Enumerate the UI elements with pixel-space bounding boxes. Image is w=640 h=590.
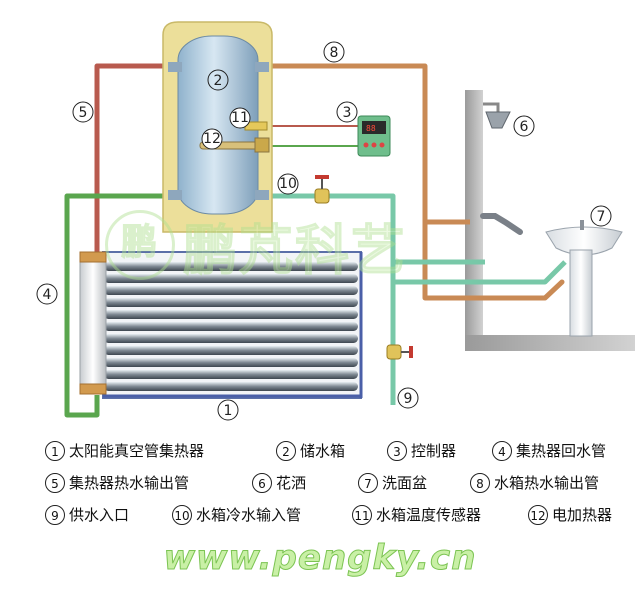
svg-text:1: 1 xyxy=(224,403,233,419)
svg-text:9: 9 xyxy=(404,391,413,407)
vacuum-tube xyxy=(104,334,358,343)
valve-bottom xyxy=(386,344,413,360)
callout-5: 5 xyxy=(72,101,94,123)
faucet xyxy=(480,213,523,235)
website-url: www.pengky.cn xyxy=(163,538,477,579)
vacuum-tube xyxy=(104,346,358,355)
callout-12: 12 xyxy=(201,128,223,150)
collector-hot-output-pipe xyxy=(94,63,172,262)
shower-head xyxy=(483,102,511,129)
callout-10: 10 xyxy=(277,173,299,195)
callout-8: 8 xyxy=(323,41,345,63)
collector-return-pipe xyxy=(64,193,172,418)
vacuum-tube-collector xyxy=(79,251,363,399)
solar-water-heater-diagram: 88 1 xyxy=(36,21,635,421)
hot-output-pipe xyxy=(267,63,565,301)
vacuum-tube xyxy=(104,286,358,295)
vacuum-tube xyxy=(104,358,358,367)
callout-4: 4 xyxy=(36,283,58,305)
callout-11: 11 xyxy=(229,107,251,129)
svg-text:8: 8 xyxy=(330,45,339,61)
vacuum-tube xyxy=(104,298,358,307)
cold-input-pipe xyxy=(270,193,567,405)
vacuum-tube xyxy=(104,262,358,271)
sensor-wires xyxy=(262,125,360,147)
callout-2: 2 xyxy=(207,69,229,91)
callout-7: 7 xyxy=(590,205,612,227)
svg-text:4: 4 xyxy=(43,287,52,303)
vacuum-tube xyxy=(104,382,358,391)
svg-text:11: 11 xyxy=(231,110,249,126)
wash-basin xyxy=(545,220,623,337)
svg-text:6: 6 xyxy=(520,119,529,135)
svg-text:7: 7 xyxy=(597,209,606,225)
controller: 88 xyxy=(357,115,391,157)
vacuum-tube xyxy=(104,310,358,319)
vacuum-tube xyxy=(104,274,358,283)
electric-heater xyxy=(199,137,270,153)
svg-text:5: 5 xyxy=(79,105,88,121)
svg-text:12: 12 xyxy=(203,131,221,147)
collector-tubes xyxy=(104,262,358,391)
storage-tank xyxy=(162,21,273,233)
callout-6: 6 xyxy=(513,115,535,137)
vacuum-tube xyxy=(104,370,358,379)
callout-1: 1 xyxy=(217,399,239,421)
svg-text:3: 3 xyxy=(343,105,352,121)
svg-text:10: 10 xyxy=(279,176,297,192)
vacuum-tube xyxy=(104,322,358,331)
svg-text:2: 2 xyxy=(214,73,223,89)
svg-text:88: 88 xyxy=(366,124,376,133)
callout-9: 9 xyxy=(397,387,419,409)
callout-3: 3 xyxy=(336,101,358,123)
valve-top xyxy=(314,175,330,204)
